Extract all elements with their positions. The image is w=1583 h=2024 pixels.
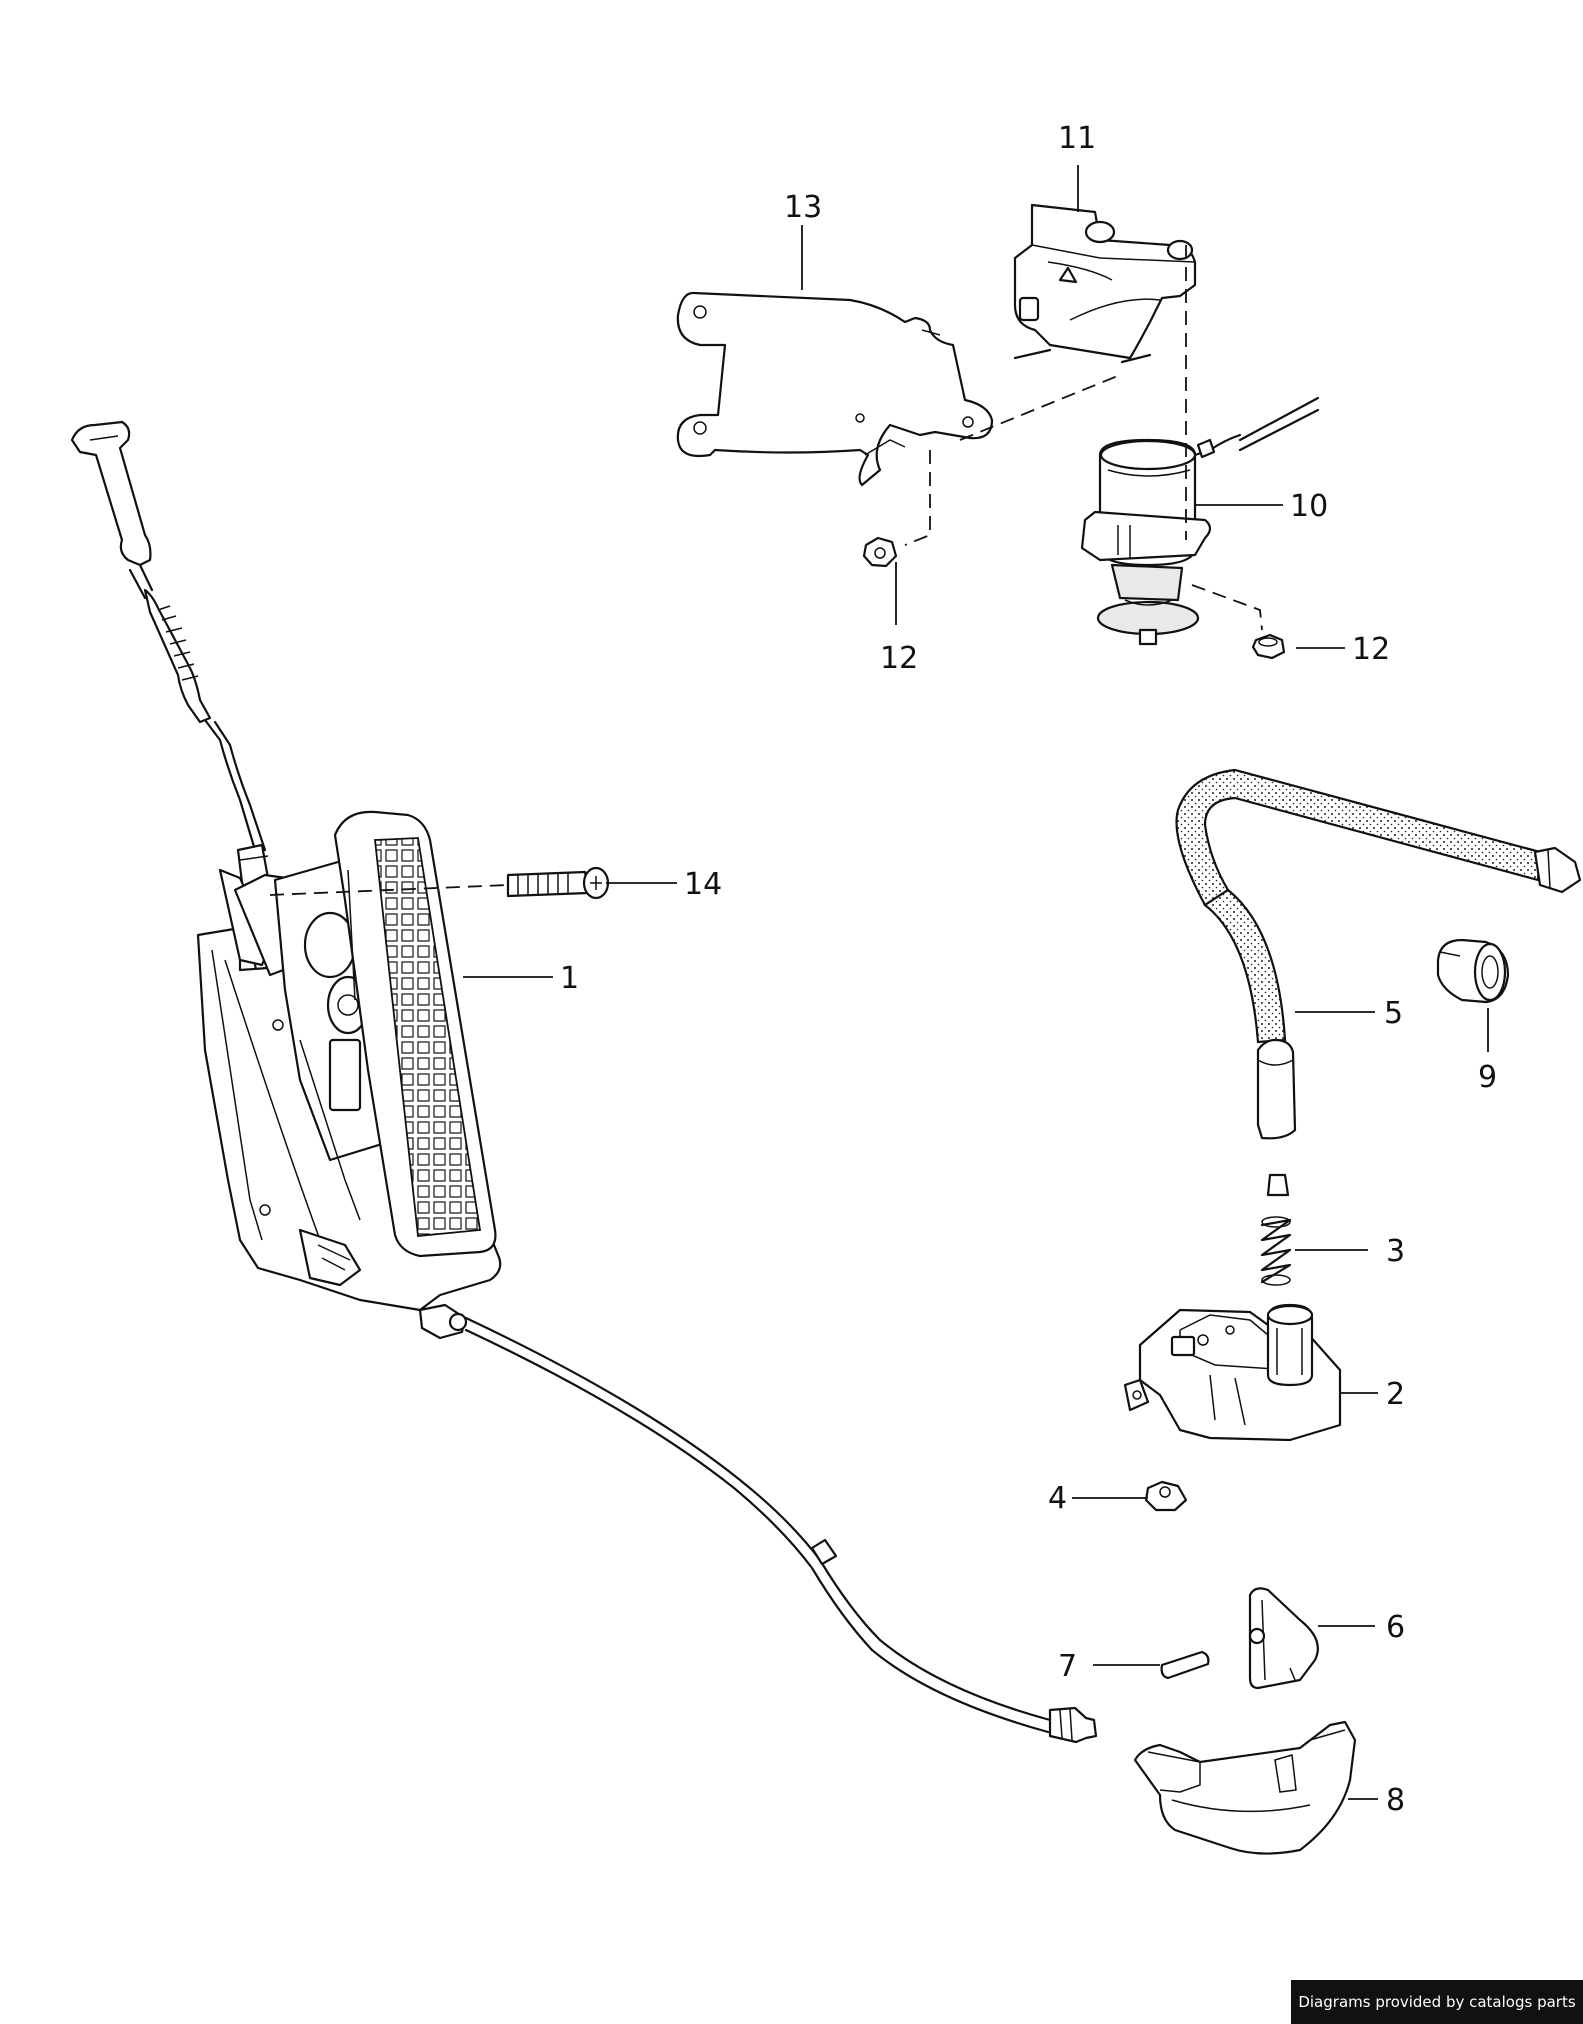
accelerator-cable (464, 1316, 1098, 1744)
nut-12-right (1251, 633, 1286, 660)
valve-body (1123, 1303, 1342, 1442)
callout-1: 1 (560, 961, 579, 996)
nut-12-left (862, 536, 898, 568)
callout-8: 8 (1386, 1783, 1405, 1818)
callout-4: 4 (1048, 1481, 1067, 1516)
callout-11: 11 (1058, 121, 1096, 156)
callout-14: 14 (684, 867, 722, 902)
callout-9: 9 (1478, 1060, 1497, 1095)
callout-3: 3 (1386, 1234, 1405, 1269)
assembly-lines-top (904, 245, 1263, 631)
accelerator-pedal-assembly (70, 420, 502, 1340)
cap-6 (1248, 1587, 1319, 1690)
screw-14 (269, 866, 610, 900)
callout-12-right: 12 (1352, 632, 1390, 667)
spring-3 (1260, 1216, 1292, 1286)
callout-2: 2 (1386, 1377, 1405, 1412)
leader-lines (463, 165, 1489, 1800)
callout-10: 10 (1290, 489, 1328, 524)
nut-4 (1144, 1480, 1188, 1512)
callout-13: 13 (784, 190, 822, 225)
callout-5: 5 (1384, 996, 1403, 1031)
callout-6: 6 (1386, 1610, 1405, 1645)
credit-badge: Diagrams provided by catalogs parts (1291, 1980, 1583, 2024)
callout-labels: 1 2 3 4 5 6 7 8 9 10 11 12 12 13 14 (560, 121, 1497, 1818)
grommet-9 (1436, 938, 1510, 1004)
callout-12-left: 12 (880, 641, 918, 676)
pin-7 (1160, 1650, 1210, 1680)
callout-7: 7 (1058, 1649, 1077, 1684)
guide-bracket-8 (1133, 1720, 1357, 1855)
mounting-bracket (676, 291, 994, 487)
clamp-holder (1013, 203, 1197, 364)
vacuum-hose (1175, 768, 1582, 1197)
vacuum-actuator (1080, 396, 1320, 646)
